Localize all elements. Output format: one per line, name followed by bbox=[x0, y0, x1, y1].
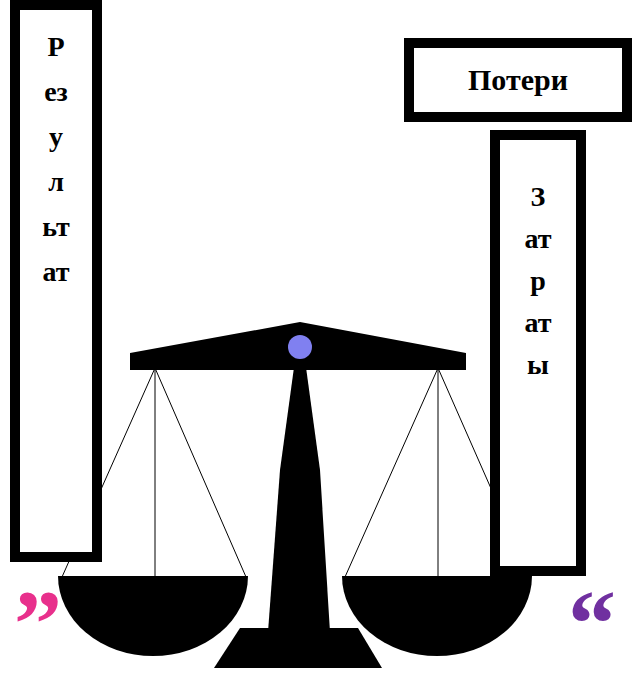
right-pan bbox=[342, 576, 532, 656]
vertical-label-box: Затраты bbox=[490, 130, 586, 576]
scale-beam bbox=[130, 322, 466, 370]
scale-base bbox=[214, 628, 382, 668]
box-text: Затраты bbox=[524, 176, 552, 386]
quote-mark: ” bbox=[14, 576, 62, 672]
box-text: Потери bbox=[468, 62, 568, 98]
beam-pivot bbox=[288, 335, 312, 359]
vertical-label-box: Результат bbox=[10, 0, 102, 562]
label-box: Потери bbox=[404, 38, 632, 122]
scale-pillar bbox=[268, 360, 330, 632]
left-pan bbox=[58, 576, 248, 656]
quote-mark: “ bbox=[568, 576, 616, 672]
box-text: Результат bbox=[42, 24, 70, 294]
